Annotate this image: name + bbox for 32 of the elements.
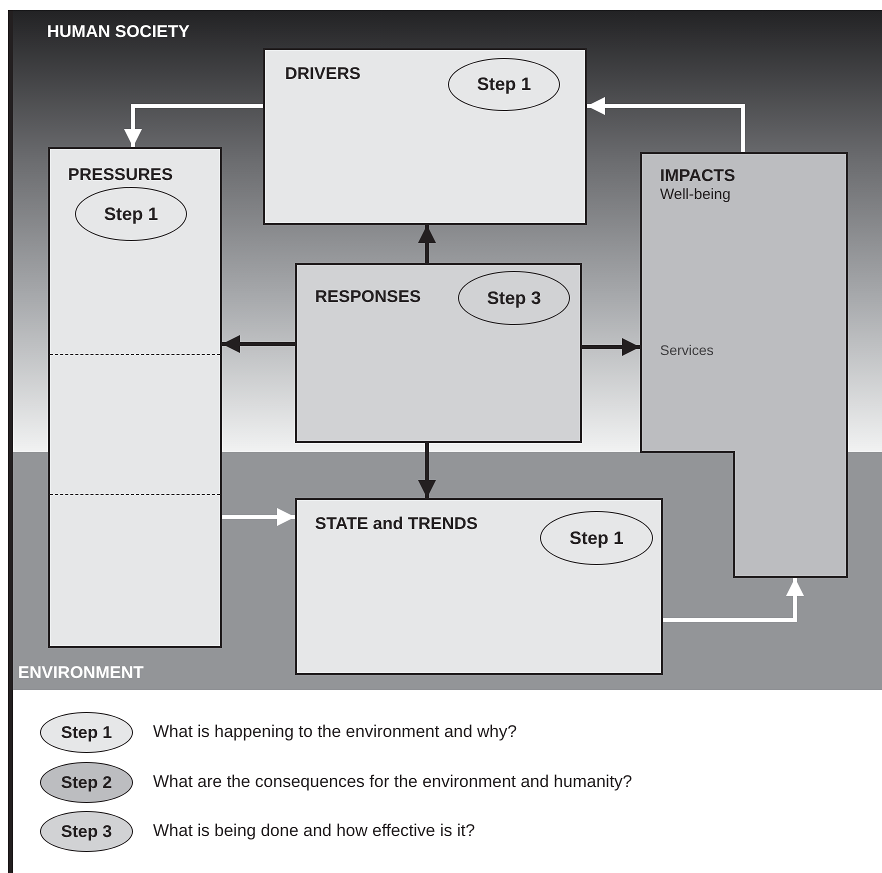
box-title: DRIVERS [285,64,361,84]
process-box [295,263,582,443]
box-title: PRESSURES [68,165,173,185]
arrow [418,443,436,498]
arrow [663,578,804,622]
box-title: IMPACTS [660,166,736,186]
process-box [263,48,587,225]
arrow [222,335,295,353]
step-ellipse: Step 1 [448,58,560,111]
arrow [418,225,436,263]
arrow [124,104,263,147]
step-ellipse: Step 2 [40,762,133,803]
step-ellipse: Step 1 [75,187,187,241]
question-text: What are the consequences for the environment and humanity? [153,772,632,792]
region-label: HUMAN SOCIETY [47,22,190,42]
box-title: STATE and TRENDS [315,514,478,534]
process-box [48,147,222,648]
box-subtitle: Well-being [660,186,731,203]
question-text: What is happening to the environment and why? [153,722,517,742]
arrow [222,508,295,526]
process-box [295,498,663,675]
region-label: ENVIRONMENT [18,663,144,683]
box-subtitle: Services [660,342,714,358]
step-ellipse: Step 1 [540,511,653,565]
arrow [587,97,745,152]
question-text: What is being done and how effective is it? [153,821,475,841]
process-box [640,152,848,578]
arrow [582,338,640,356]
step-ellipse: Step 3 [40,811,133,852]
step-ellipse: Step 3 [458,271,570,325]
step-ellipse: Step 1 [40,712,133,753]
box-title: RESPONSES [315,287,421,307]
